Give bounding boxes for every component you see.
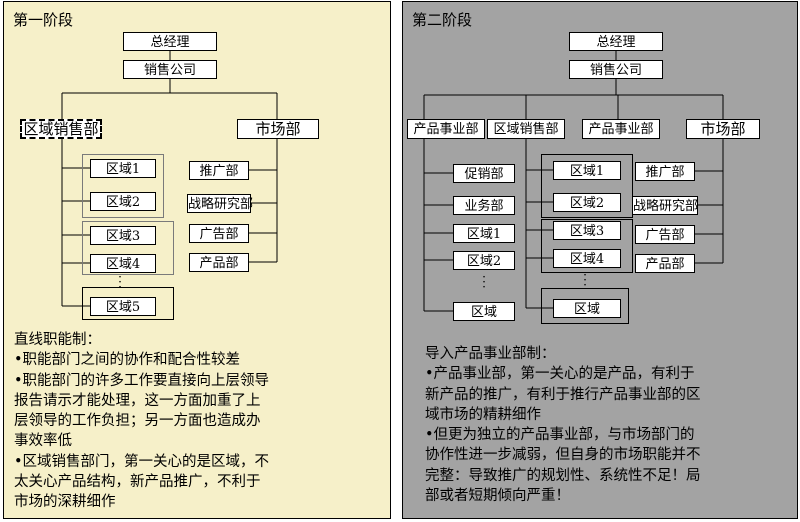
description-line: 协作性进一步减弱，但自身的市场职能并不 <box>425 447 701 464</box>
region-box: 区域4 <box>90 254 156 273</box>
region-group-1 <box>541 154 633 218</box>
description-line: •职能部门之间的协作和配合性较差 <box>14 352 241 369</box>
general-manager-box: 总经理 <box>569 32 663 51</box>
market-unit-box: 战略研究部 <box>187 194 253 213</box>
stage1-panel: 第一阶段 总经理 销售公司 区域销售部 市场部 区域1 区域2 区域3 区域4 … <box>3 1 391 519</box>
region-box: 区域1 <box>90 159 156 178</box>
description-line: •区域销售部门，第一关心的是区域，不 <box>14 453 270 470</box>
product-division-box: 产品事业部 <box>407 119 485 139</box>
region-group-2 <box>82 221 174 275</box>
description-line: 事效率低 <box>14 433 72 450</box>
general-manager-box: 总经理 <box>123 32 217 51</box>
description-line: •但更为独立的产品事业部，与市场部门的 <box>425 427 695 444</box>
market-unit-box: 推广部 <box>635 162 695 181</box>
description-line: 域市场的精耕细作 <box>425 406 541 423</box>
description-line: •职能部门的许多工作要直接向上层领导 <box>14 372 270 389</box>
stage2-panel: 第二阶段 总经理 销售公司 产品事业部 区域销售部 产品事业部 市场部 促销部 … <box>402 1 798 519</box>
product-unit-box: 业务部 <box>453 196 515 215</box>
stage1-connector-lines <box>61 51 278 307</box>
product-unit-box: 区域 <box>453 302 515 321</box>
description-line: 报告请示才能处理，这一方面加重了上 <box>14 392 261 409</box>
description-line: 新产品的推广，有利于推行产品事业部的区 <box>425 386 701 403</box>
stage1-title: 第一阶段 <box>13 11 74 29</box>
description-line: 太关心产品结构，新产品推广，不利于 <box>14 474 261 491</box>
ellipsis-dots: ··· <box>482 270 486 294</box>
description-line: 完整：导致推广的规划性、系统性不足！局 <box>425 467 701 484</box>
market-department-box: 市场部 <box>686 119 760 139</box>
product-unit-box: 促销部 <box>453 164 515 183</box>
market-unit-box: 广告部 <box>635 225 695 244</box>
description-line: •产品事业部，第一关心的是产品，有利于 <box>425 366 695 383</box>
region-box: 区域2 <box>553 193 621 212</box>
region-group-1 <box>82 154 164 218</box>
market-unit-box: 产品部 <box>635 254 695 273</box>
market-unit-box: 广告部 <box>189 224 249 243</box>
description-title: 导入产品事业部制： <box>425 346 556 362</box>
stage2-title: 第二阶段 <box>412 11 473 29</box>
description-line: 市场的深耕细作 <box>14 494 116 511</box>
region-box: 区域 <box>553 299 621 318</box>
description-title: 直线职能制： <box>14 332 101 348</box>
product-unit-box: 区域1 <box>453 224 515 243</box>
region-group-3 <box>82 287 174 320</box>
market-unit-box: 战略研究部 <box>632 196 698 215</box>
description-line: 部或者短期倾向严重！ <box>425 488 570 505</box>
market-unit-box: 推广部 <box>189 161 249 180</box>
region-box: 区域3 <box>553 221 621 240</box>
description-line: 层领导的工作负担；另一方面也造成办 <box>14 413 261 430</box>
product-unit-box: 区域2 <box>453 251 515 270</box>
stage1-description: 直线职能制： •职能部门之间的协作和配合性较差 •职能部门的许多工作要直接向上层… <box>14 330 386 513</box>
product-division-box: 产品事业部 <box>582 119 660 139</box>
region-box: 区域1 <box>553 161 621 180</box>
market-department-box: 市场部 <box>237 119 319 139</box>
region-box: 区域3 <box>90 226 156 245</box>
sales-company-box: 销售公司 <box>569 60 663 79</box>
market-unit-box: 产品部 <box>189 253 249 272</box>
region-box: 区域2 <box>90 192 156 211</box>
stage2-description: 导入产品事业部制： •产品事业部，第一关心的是产品，有利于 新产品的推广，有利于… <box>425 344 793 506</box>
region-group-3 <box>541 288 629 324</box>
region-box: 区域5 <box>90 297 156 316</box>
regional-sales-box: 区域销售部 <box>20 119 102 139</box>
stage2-connector-lines <box>423 51 724 312</box>
ellipsis-dots: ··· <box>583 268 587 292</box>
region-box: 区域4 <box>553 249 621 268</box>
sales-company-box: 销售公司 <box>123 60 217 79</box>
regional-sales-box: 区域销售部 <box>487 119 565 139</box>
region-group-2 <box>541 219 633 273</box>
ellipsis-dots: ··· <box>118 270 122 294</box>
